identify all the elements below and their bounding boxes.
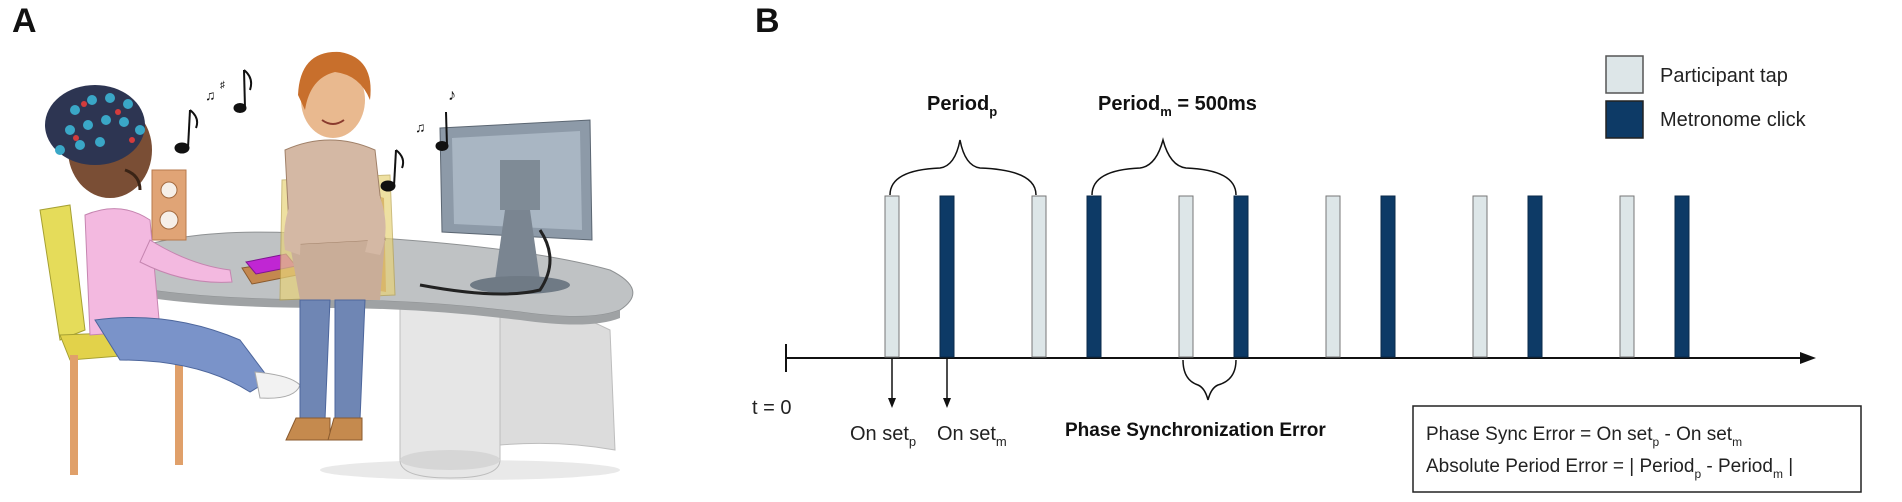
svg-text:♪: ♪ [448, 87, 456, 104]
participant-tap-bar [1619, 195, 1635, 358]
legend-participant-swatch [1605, 55, 1644, 94]
formula-line-1: Phase Sync Error = On setp - On setm [1426, 424, 1742, 449]
child-participant [39, 85, 301, 475]
event-bars [884, 195, 1690, 358]
metronome-click-bar [1086, 195, 1102, 358]
metronome-click-bar [1380, 195, 1396, 358]
participant-tap-bar [1178, 195, 1194, 358]
time-axis-arrowhead [1800, 352, 1816, 364]
period-p-brace [889, 139, 1037, 196]
svg-text:♯: ♯ [220, 80, 225, 91]
formula-box [1412, 405, 1862, 493]
desk-pedestal [399, 299, 616, 479]
legend-metronome-swatch [1605, 100, 1644, 139]
legend-participant-label: Participant tap [1660, 65, 1788, 87]
participant-tap-bar [1325, 195, 1341, 358]
participant-tap-bar [1472, 195, 1488, 358]
metronome-click-bar [1674, 195, 1690, 358]
period-m-brace [1091, 137, 1237, 196]
experiment-illustration: ♫ ♯ ♫ ♪ [39, 51, 634, 480]
period-p-label: Periodp [927, 93, 997, 119]
participant-tap-bar [1031, 195, 1047, 358]
period-m-label: Periodm = 500ms [1098, 93, 1257, 119]
experimenter [279, 51, 396, 441]
speaker-left [151, 169, 187, 241]
music-notes-right: ♫ ♪ [380, 87, 456, 192]
participant-tap-bar [884, 195, 900, 358]
metronome-click-bar [939, 195, 955, 358]
time-zero-label: t = 0 [752, 397, 791, 419]
svg-text:♫: ♫ [415, 119, 426, 135]
panel-label-b: B [755, 2, 780, 40]
onset-m-arrowhead [943, 398, 951, 408]
phase-error-brace [1182, 359, 1237, 401]
music-notes-left: ♫ ♯ [174, 69, 253, 154]
metronome-click-bar [1527, 195, 1543, 358]
metronome-click-bar [1233, 195, 1249, 358]
svg-text:♫: ♫ [205, 87, 216, 103]
panel-label-a: A [12, 2, 37, 40]
legend-metronome-label: Metronome click [1660, 109, 1807, 131]
formula-line-2: Absolute Period Error = | Periodp - Peri… [1426, 456, 1793, 481]
onset-p-arrowhead [888, 398, 896, 408]
onset-m-label: On setm [937, 423, 1007, 449]
computer-monitor [419, 119, 593, 296]
onset-p-label: On setp [850, 423, 916, 449]
phase-sync-label: Phase Synchronization Error [1065, 420, 1326, 441]
